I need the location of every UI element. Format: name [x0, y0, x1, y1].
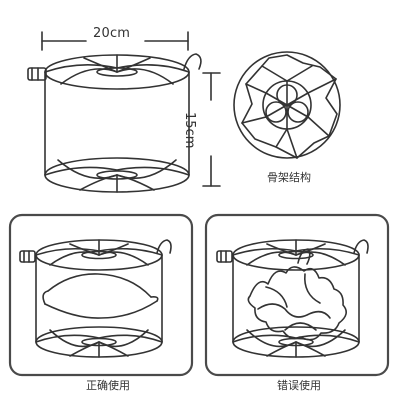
- width-label: 20cm: [93, 26, 131, 41]
- frame-structure-label: 骨架结构: [267, 171, 311, 184]
- correct-use-panel: [10, 215, 192, 375]
- height-label: 15cm: [182, 112, 197, 149]
- height-dimension: [203, 73, 220, 186]
- fold-line-icon: [48, 274, 151, 297]
- wire-frame-icon: [234, 52, 340, 158]
- width-dimension: [42, 32, 188, 50]
- tangled-laundry-icon: [248, 249, 346, 340]
- wrong-use-panel: [206, 215, 388, 375]
- wrong-use-label: 错误使用: [277, 379, 321, 392]
- wire-basket-icon: [28, 54, 201, 192]
- correct-use-label: 正确使用: [86, 379, 130, 392]
